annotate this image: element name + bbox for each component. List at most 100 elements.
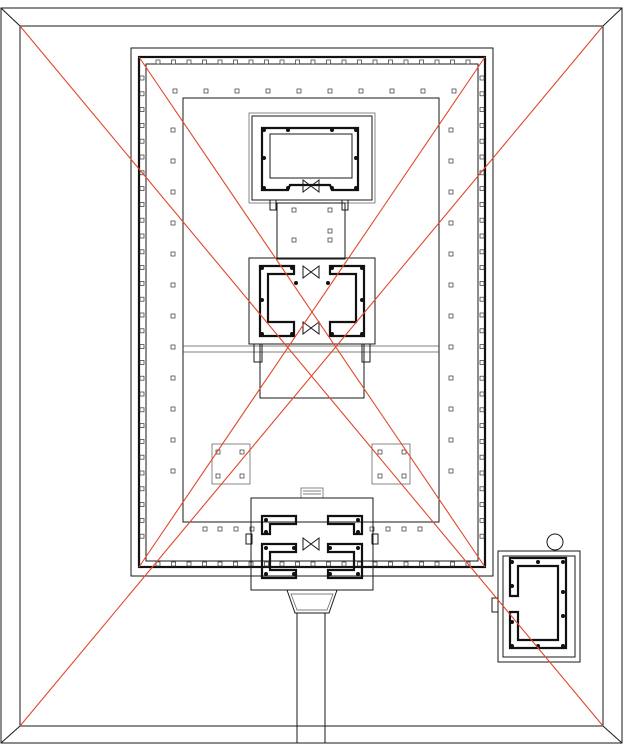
bolt-square xyxy=(264,561,269,567)
bolt-square xyxy=(139,470,145,476)
bolt-square xyxy=(403,561,409,567)
bolt-square xyxy=(479,281,485,286)
bolt-square xyxy=(465,59,471,65)
bolt-square xyxy=(202,526,208,532)
bolt-square xyxy=(139,154,145,160)
bottom-hatch-assembly xyxy=(245,487,379,591)
bolt-square xyxy=(170,251,176,257)
bolt-square xyxy=(217,561,223,567)
bolt-square xyxy=(139,439,145,444)
bolt-square xyxy=(388,561,393,567)
bolt-square xyxy=(171,561,176,567)
bolt-square xyxy=(202,59,207,65)
bolt-square xyxy=(479,265,485,270)
bolt-square xyxy=(479,328,485,334)
bolt-square xyxy=(448,468,454,474)
bolt-square xyxy=(479,533,485,539)
bolt-square xyxy=(234,88,240,94)
bolt-square xyxy=(139,518,145,523)
bolt-square xyxy=(139,202,145,207)
bolt-square xyxy=(479,186,485,191)
bolt-square xyxy=(139,486,145,492)
bolt-square xyxy=(171,59,176,65)
bolt-square xyxy=(479,454,485,460)
bolt-square xyxy=(186,59,192,65)
bolt-square xyxy=(448,282,454,288)
bolt-square xyxy=(448,313,454,319)
bolt-square xyxy=(233,561,238,567)
bolt-square xyxy=(385,526,391,532)
bolt-square xyxy=(139,91,145,97)
bolt-square xyxy=(450,59,455,65)
bolt-square xyxy=(479,360,485,365)
bolt-square xyxy=(233,526,239,532)
bolt-square xyxy=(139,391,145,397)
bolt-square xyxy=(388,59,393,65)
bolt-square xyxy=(139,328,145,334)
perimeter-bolts xyxy=(139,59,485,567)
bolt-square xyxy=(172,88,178,94)
bolt-square xyxy=(170,189,176,195)
bolt-square xyxy=(279,59,285,65)
cross-rail xyxy=(183,345,439,353)
bolt-square xyxy=(448,375,454,381)
bolt-square xyxy=(170,158,176,164)
bolt-square xyxy=(479,439,485,444)
bolt-square xyxy=(479,470,485,476)
bolt-square xyxy=(479,123,485,128)
bolt-square xyxy=(139,123,145,128)
bolt-square xyxy=(434,59,440,65)
bolt-square xyxy=(249,526,255,532)
bolt-square xyxy=(203,88,209,94)
bolt-square xyxy=(139,217,145,223)
bolt-square xyxy=(341,561,347,567)
bolt-square xyxy=(369,526,375,532)
bolt-square xyxy=(265,88,271,94)
bolt-square xyxy=(155,561,161,567)
bolt-square xyxy=(310,561,316,567)
bolt-square xyxy=(170,220,176,226)
bolt-square xyxy=(139,407,145,413)
bolt-square xyxy=(448,344,454,350)
bolt-square xyxy=(341,59,347,65)
bolt-square xyxy=(295,561,300,567)
bolt-square xyxy=(479,91,485,97)
bolt-square xyxy=(310,59,316,65)
diagonal-cross-lines xyxy=(19,25,604,727)
bolt-square xyxy=(326,561,331,567)
bolt-square xyxy=(296,88,302,94)
outlet-chute xyxy=(286,589,338,743)
bolt-square xyxy=(479,502,485,507)
bolt-square xyxy=(139,138,145,144)
bolt-square xyxy=(139,360,145,365)
bolt-square xyxy=(479,518,485,523)
bolt-square xyxy=(170,282,176,288)
top-hatch-assembly xyxy=(248,112,376,211)
bolt-square xyxy=(155,59,161,65)
bolt-square xyxy=(448,251,454,257)
bolt-square xyxy=(170,406,176,412)
bolt-square xyxy=(139,249,145,255)
bolt-square xyxy=(403,59,409,65)
bolt-square xyxy=(170,468,176,474)
bolt-square xyxy=(479,154,485,160)
bolt-square xyxy=(479,249,485,255)
bolt-square xyxy=(479,375,485,381)
bolt-square xyxy=(139,75,145,81)
bolt-square xyxy=(139,312,145,318)
bolt-square xyxy=(479,107,485,112)
bolt-square xyxy=(139,281,145,286)
bolt-square xyxy=(448,437,454,443)
bolt-square xyxy=(170,313,176,319)
bolt-square xyxy=(479,138,485,144)
bolt-square xyxy=(139,233,145,239)
bolt-square xyxy=(139,454,145,460)
bolt-square xyxy=(326,59,331,65)
bolt-square xyxy=(139,533,145,539)
bolt-square xyxy=(479,391,485,397)
bolt-square xyxy=(170,127,176,133)
bolt-square xyxy=(217,59,223,65)
bolt-square xyxy=(448,158,454,164)
side-plate-right xyxy=(371,443,411,485)
bolt-square xyxy=(479,217,485,223)
